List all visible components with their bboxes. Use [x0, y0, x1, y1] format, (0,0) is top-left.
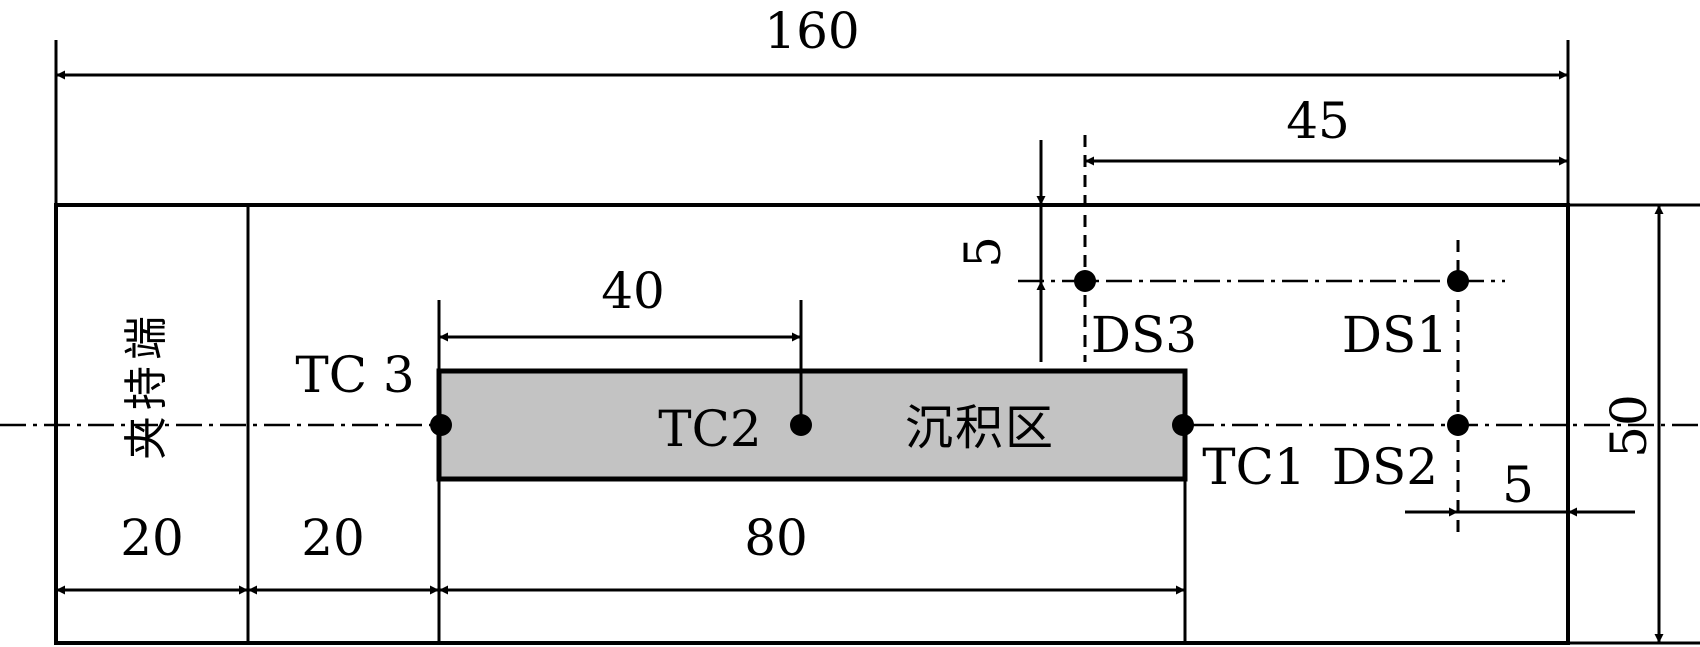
tc3-point: [430, 414, 452, 436]
tc2-point: [790, 414, 812, 436]
tc3-label: TC 3: [295, 346, 414, 404]
dim-5-horizontal-text: 5: [1502, 456, 1534, 514]
ds1-point: [1447, 270, 1469, 292]
ds2-label: DS2: [1332, 438, 1438, 496]
dim-20-clamp-text: 20: [120, 509, 184, 567]
dim-80-text: 80: [744, 509, 808, 567]
dim-40-text: 40: [601, 262, 665, 320]
clamp-end-label: 夹持端: [121, 310, 172, 460]
dim-20-gap-text: 20: [301, 509, 365, 567]
deposition-zone-label: 沉积区: [905, 400, 1055, 456]
ds2-point: [1447, 414, 1469, 436]
dim-50-text: 50: [1600, 394, 1658, 458]
tc2-label: TC2: [658, 400, 761, 458]
ds3-label: DS3: [1091, 306, 1197, 364]
ds3-point: [1074, 270, 1096, 292]
ds1-label: DS1: [1342, 306, 1448, 364]
dim-45-text: 45: [1286, 92, 1350, 150]
dim-160-text: 160: [764, 2, 859, 60]
tc1-point: [1172, 414, 1194, 436]
dim-5-vertical-text: 5: [954, 236, 1012, 268]
tc1-label: TC1: [1202, 438, 1305, 496]
